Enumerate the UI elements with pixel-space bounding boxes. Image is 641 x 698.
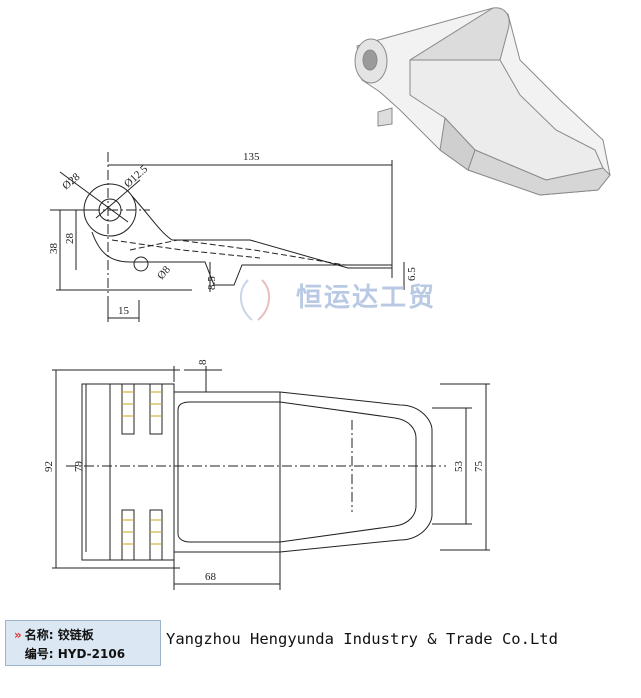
product-code-row: »编号: HYD-2106 <box>14 645 125 662</box>
dim-6-5: 6.5 <box>406 267 418 281</box>
dim-92: 92 <box>43 461 55 472</box>
watermark-logo-mark <box>240 279 270 321</box>
chevron-right-icon: » <box>14 628 22 642</box>
watermark-text: 恒运达工贸 <box>296 283 437 313</box>
dim-53: 53 <box>453 461 465 473</box>
dim-hole-diameter: Ø8 <box>155 264 173 282</box>
dim-68: 68 <box>205 571 217 583</box>
dim-inner-diameter: Ø12.5 <box>122 163 151 190</box>
product-name-value: 铰链板 <box>57 628 94 642</box>
top-view <box>52 366 490 590</box>
hinge-3d-render <box>354 7 611 196</box>
product-label-box: »名称: 铰链板 »编号: HYD-2106 <box>5 620 161 666</box>
technical-drawing: 135 Ø28 Ø12.5 38 28 Ø8 8.5 6.5 15 <box>43 7 611 590</box>
dim-8: 8 <box>197 359 209 365</box>
product-name-label: 名称: <box>24 628 54 642</box>
dim-135: 135 <box>243 151 260 163</box>
dim-8-5: 8.5 <box>206 276 218 290</box>
product-name-row: »名称: 铰链板 <box>14 626 94 643</box>
dim-outer-diameter: Ø28 <box>60 171 83 193</box>
company-name: Yangzhou Hengyunda Industry & Trade Co.L… <box>166 630 558 648</box>
knuckle-bottom <box>121 509 163 561</box>
product-code-value: HYD-2106 <box>57 647 126 661</box>
dim-79: 79 <box>73 461 85 473</box>
dim-28: 28 <box>64 233 76 245</box>
knuckle-top <box>121 383 163 435</box>
top-view-dimension-labels: 8 92 79 53 75 68 <box>43 359 485 583</box>
dim-38: 38 <box>48 243 60 255</box>
dim-75: 75 <box>473 461 485 473</box>
side-view <box>50 152 405 322</box>
dim-15: 15 <box>118 305 130 317</box>
footer: »名称: 铰链板 »编号: HYD-2106 Yangzhou Hengyund… <box>0 612 641 698</box>
product-code-label: 编号: <box>24 647 54 661</box>
